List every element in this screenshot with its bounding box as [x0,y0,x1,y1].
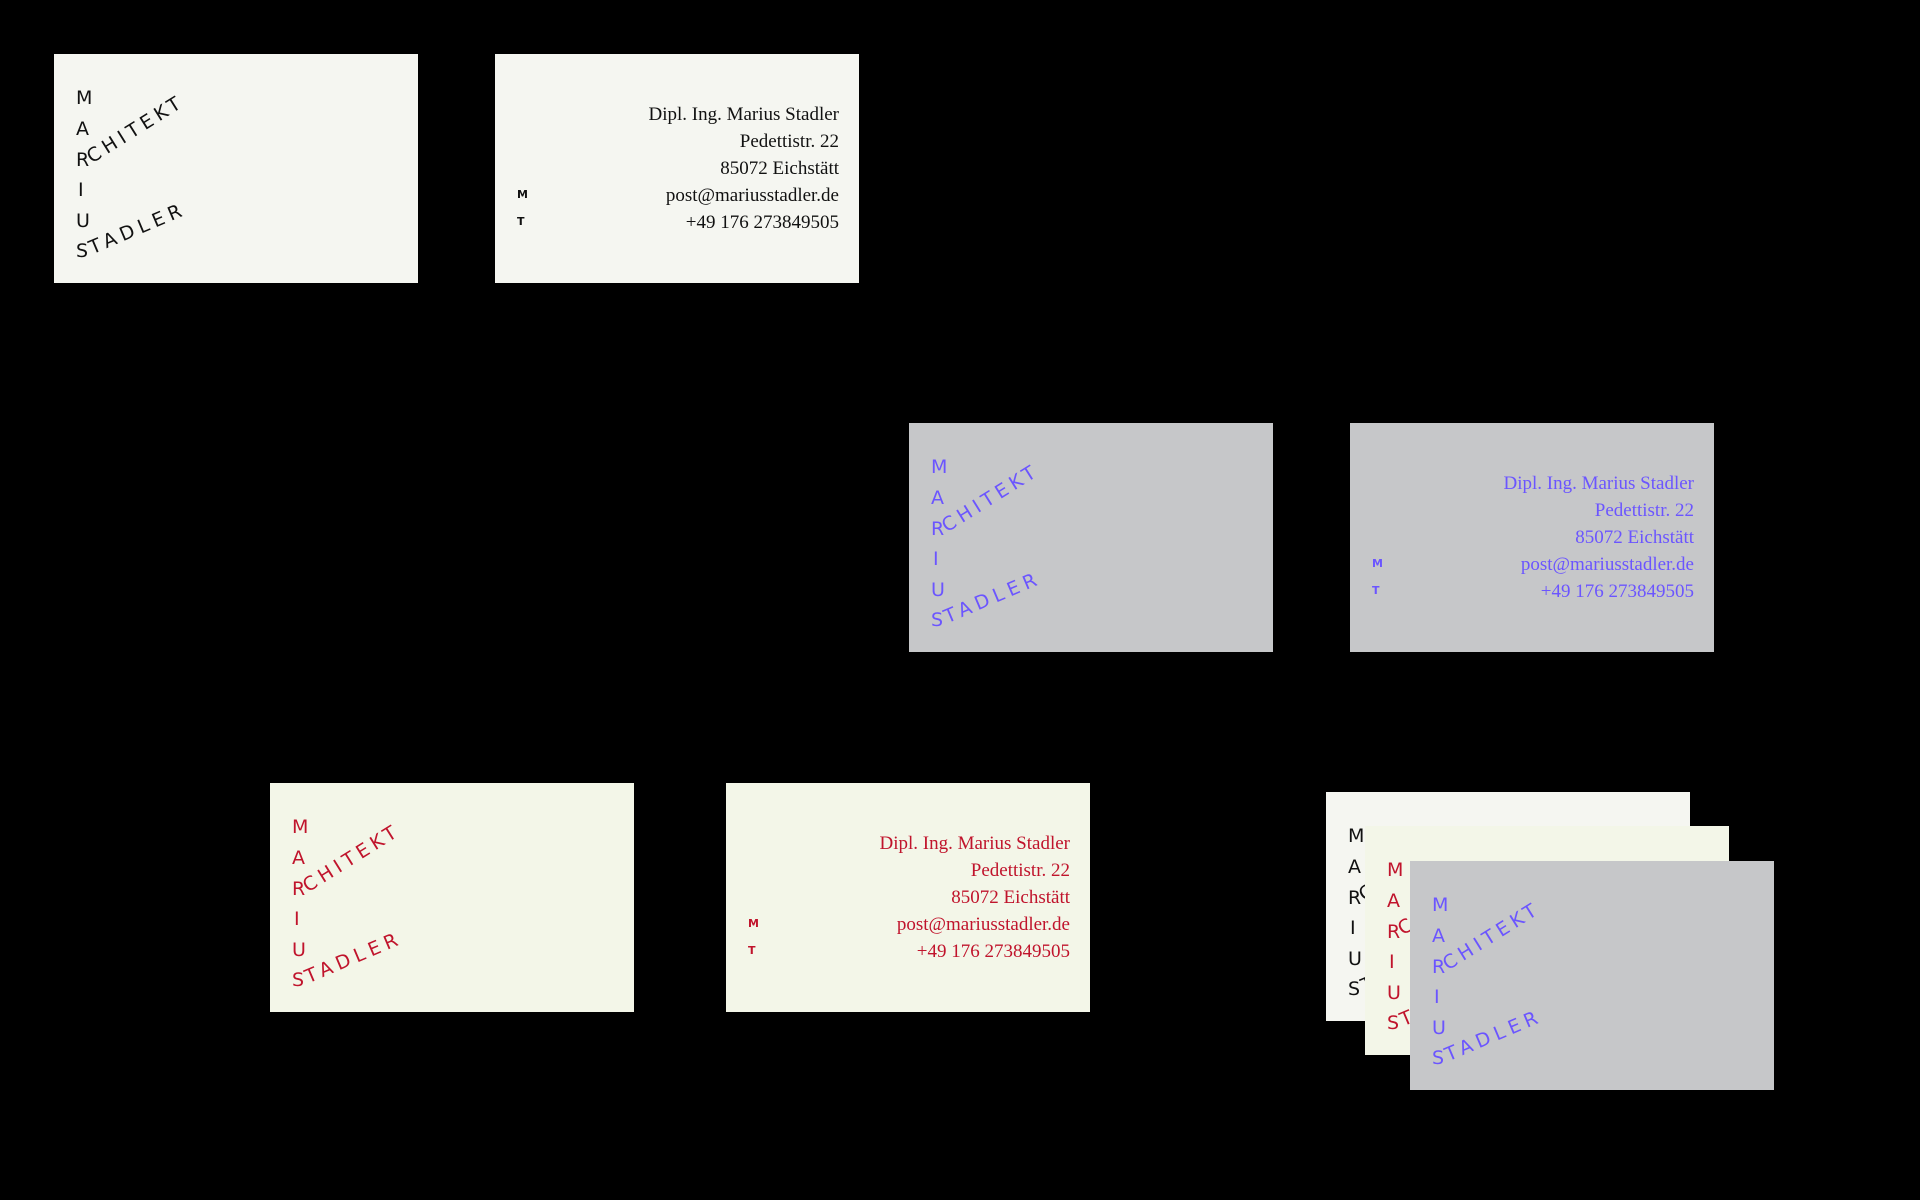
logo-letter-r: R [1348,887,1362,909]
logo-letter-a: A [292,847,305,869]
logo-letter-r: R [292,878,306,900]
contact-email: post@mariusstadler.de [665,185,839,206]
logo-letter-r: R [1432,956,1446,978]
email-tag: M [1372,557,1383,570]
logo-word-stadler: TADLER [85,198,190,259]
logo-mark: M A R I U S CHITEKT TADLER [909,423,1273,652]
logo-word-architekt: CHITEKT [82,90,189,168]
logo-letter-u: U [1387,982,1401,1004]
logo-mark: M A R I U S CHITEKT TADLER [54,54,418,283]
logo-word-architekt: CHITEKT [298,819,405,897]
contact-street: Pedettistr. 22 [1594,500,1694,521]
contact-city: 85072 Eichstätt [1575,527,1694,548]
logo-letter-s: S [292,969,305,991]
logo-letter-a: A [76,118,89,140]
logo-letter-a: A [1432,925,1445,947]
logo-letter-s: S [1348,978,1361,1000]
logo-letter-r: R [931,518,945,540]
logo-letter-s: S [931,609,944,631]
contact-name: Dipl. Ing. Marius Stadler [648,104,839,125]
card-back-cream: Dipl. Ing. Marius Stadler Pedettistr. 22… [726,783,1090,1012]
contact-city: 85072 Eichstätt [720,158,839,179]
logo-letter-m: M [76,87,93,109]
logo-letter-i: I [1350,917,1356,939]
logo-word-stadler: TADLER [301,927,406,988]
logo-letter-m: M [1387,859,1404,881]
logo-letter-m: M [1432,894,1449,916]
logo-mark: M A R I U S CHITEKT TADLER [1410,861,1774,1090]
logo-letter-u: U [1348,948,1362,970]
contact-email: post@mariusstadler.de [896,914,1070,935]
contact-phone: +49 176 273849505 [916,941,1070,962]
logo-letter-i: I [78,179,84,201]
contact-email: post@mariusstadler.de [1520,554,1694,575]
logo-mark: M A R I U S CHITEKT TADLER [1326,792,1690,1021]
contact-name: Dipl. Ing. Marius Stadler [1503,473,1694,494]
logo-letter-a: A [1387,890,1400,912]
logo-letter-m: M [292,816,309,838]
logo-letter-u: U [76,210,90,232]
logo-mark: M A R I U S CHITEKT TADLER [270,783,634,1012]
logo-letter-i: I [1389,951,1395,973]
logo-letter-a: A [931,487,944,509]
logo-letter-s: S [76,240,89,262]
logo-letter-m: M [931,456,948,478]
logo-letter-i: I [933,548,939,570]
card-front-white: M A R I U S CHITEKT TADLER [54,54,418,283]
card-back-gray: Dipl. Ing. Marius Stadler Pedettistr. 22… [1350,423,1714,652]
contact-phone: +49 176 273849505 [1540,581,1694,602]
logo-mark: M A R I U S CHITEKT TADLER [1365,826,1729,1055]
card-front-gray: M A R I U S CHITEKT TADLER [909,423,1273,652]
logo-letter-u: U [931,579,945,601]
phone-tag: T [517,215,525,228]
contact-street: Pedettistr. 22 [970,860,1070,881]
logo-word-architekt: CHITEKT [937,459,1044,537]
logo-letter-r: R [1387,921,1401,943]
email-tag: M [517,188,528,201]
logo-word-architekt: CHITEKT [1438,897,1545,975]
contact-block: Dipl. Ing. Marius Stadler Pedettistr. 22… [1350,423,1714,652]
card-front-cream: M A R I U S CHITEKT TADLER [270,783,634,1012]
logo-letter-i: I [294,908,300,930]
contact-street: Pedettistr. 22 [739,131,839,152]
card-back-white: Dipl. Ing. Marius Stadler Pedettistr. 22… [495,54,859,283]
contact-phone: +49 176 273849505 [685,212,839,233]
logo-letter-s: S [1432,1047,1445,1069]
logo-letter-i: I [1434,986,1440,1008]
phone-tag: T [748,944,756,957]
logo-letter-u: U [1432,1017,1446,1039]
logo-letter-s: S [1387,1012,1400,1034]
phone-tag: T [1372,584,1380,597]
contact-block: Dipl. Ing. Marius Stadler Pedettistr. 22… [726,783,1090,1012]
logo-letter-r: R [76,149,90,171]
logo-word-stadler: TADLER [1441,1005,1546,1066]
contact-block: Dipl. Ing. Marius Stadler Pedettistr. 22… [495,54,859,283]
contact-name: Dipl. Ing. Marius Stadler [879,833,1070,854]
logo-letter-m: M [1348,825,1365,847]
email-tag: M [748,917,759,930]
logo-letter-a: A [1348,856,1361,878]
logo-letter-u: U [292,939,306,961]
stacked-card-gray: M A R I U S CHITEKT TADLER [1410,861,1774,1090]
contact-city: 85072 Eichstätt [951,887,1070,908]
logo-word-stadler: TADLER [940,567,1045,628]
